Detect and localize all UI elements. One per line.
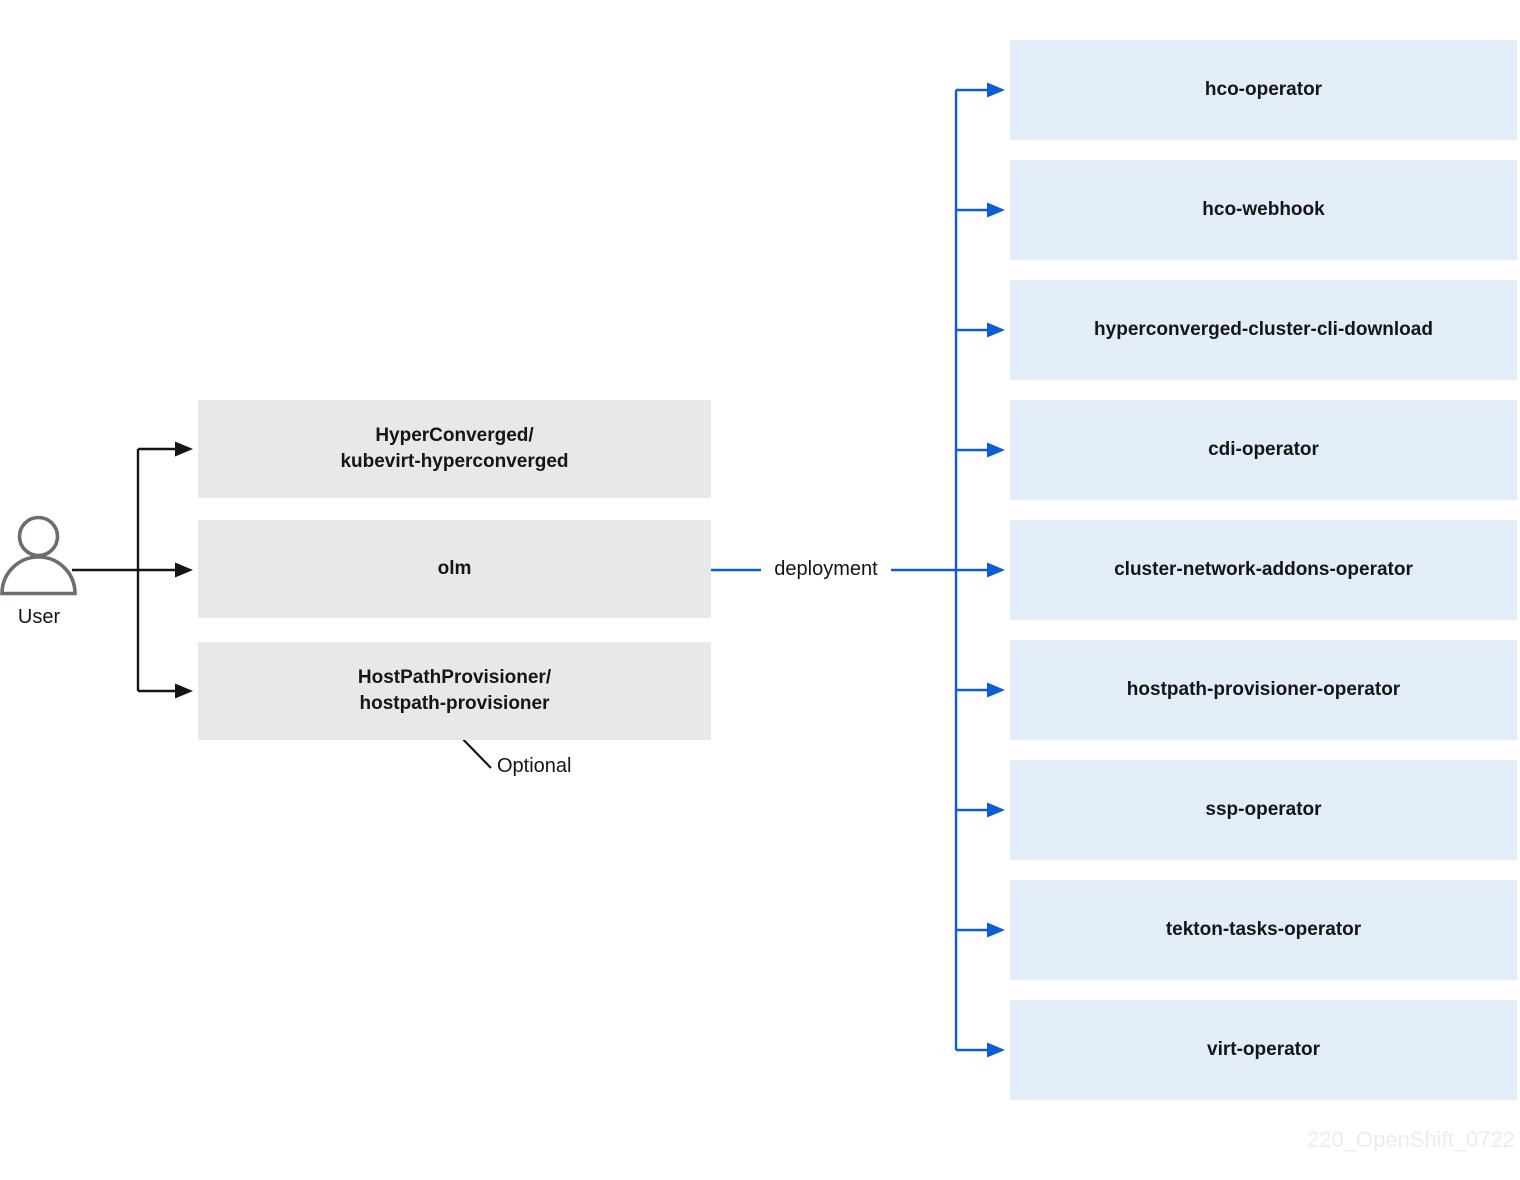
node-hco-webhook: hco-webhook [1010,160,1517,260]
node-hco-operator: hco-operator [1010,40,1517,140]
node-label: cluster-network-addons-operator [1114,559,1413,581]
deployment-edge-label: deployment [774,558,878,580]
node-label: tekton-tasks-operator [1165,919,1362,941]
node-hostpathprovisioner-hostpath-provisioner: HostPathProvisioner/ hostpath-provisione… [198,642,711,740]
trunk-to-operators-connectors [954,82,1005,1058]
node-cluster-network-addons-operator: cluster-network-addons-operator [1010,520,1517,620]
node-label: hco-operator [1204,79,1323,101]
node-virt-operator: virt-operator [1010,1000,1517,1100]
node-label: hco-webhook [1202,199,1325,221]
node-cdi-operator: cdi-operator [1010,400,1517,500]
optional-label: Optional [497,755,572,777]
node-ssp-operator: ssp-operator [1010,760,1517,860]
node-label: ssp-operator [1205,799,1322,821]
node-olm: olm [198,520,711,618]
node-label: hyperconverged-cluster-cli-download [1094,319,1433,341]
node-label: hostpath-provisioner-operator [1126,679,1401,701]
node-hostpath-provisioner-operator: hostpath-provisioner-operator [1010,640,1517,740]
node-label: HyperConverged/ [375,425,534,447]
node-label: kubevirt-hyperconverged [340,451,569,472]
node-label: hostpath-provisioner [359,693,550,714]
node-label: cdi-operator [1208,439,1319,461]
user-to-nodes-connectors [72,441,193,699]
node-label: olm [437,558,472,580]
watermark-text: 220_OpenShift_0722 [1307,1127,1515,1152]
node-label: virt-operator [1207,1039,1320,1061]
user-icon [0,515,77,596]
node-tekton-tasks-operator: tekton-tasks-operator [1010,880,1517,980]
node-label: HostPathProvisioner/ [357,667,552,689]
user-label: User [17,606,61,628]
node-hyperconverged-cluster-cli-download: hyperconverged-cluster-cli-download [1010,280,1517,380]
node-hyperconverged-kubevirt-hyperconverged: HyperConverged/ kubevirt-hyperconverged [198,400,711,498]
